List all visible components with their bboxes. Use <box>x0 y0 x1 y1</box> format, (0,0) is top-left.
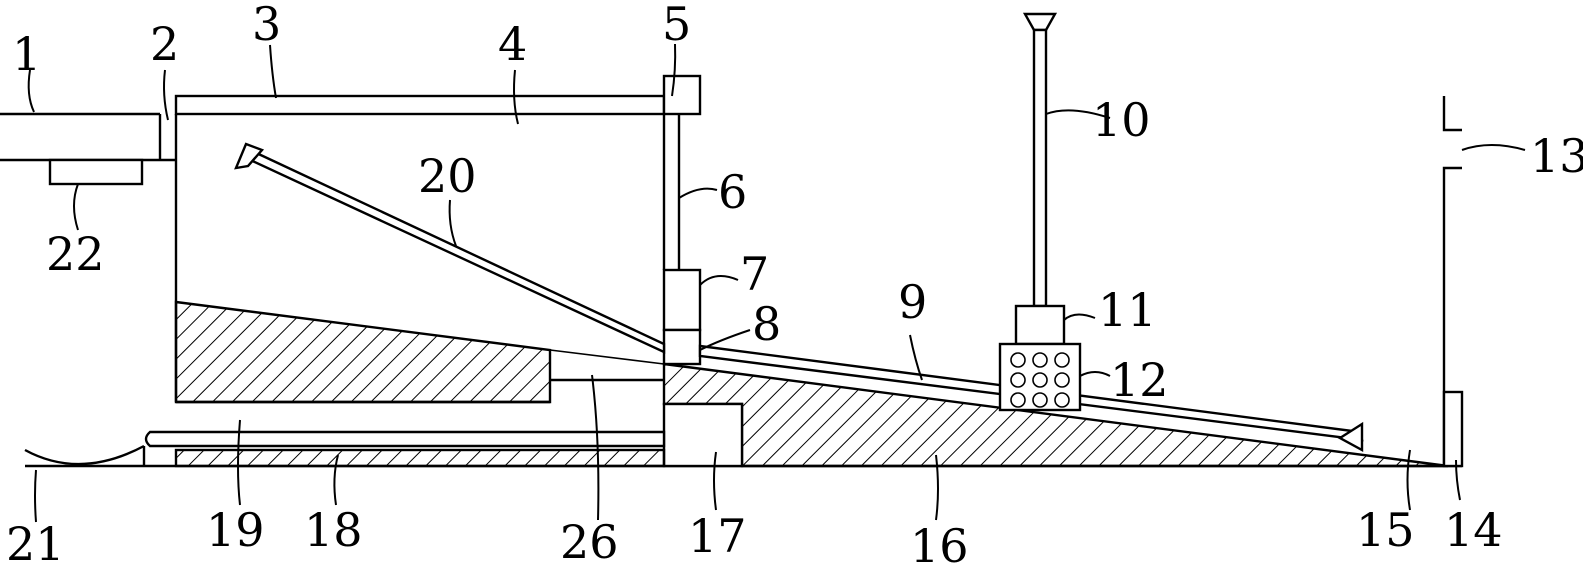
label-19: 19 <box>206 503 265 557</box>
label-4: 4 <box>498 17 527 71</box>
box-11 <box>1014 304 1066 346</box>
sediment-fill <box>174 300 552 404</box>
box-8 <box>662 328 702 366</box>
block-17 <box>662 402 744 468</box>
wall-14 <box>1442 390 1464 468</box>
label-3: 3 <box>252 0 281 51</box>
label-14: 14 <box>1444 503 1503 557</box>
tube-19 <box>144 430 666 448</box>
curve-21 <box>24 444 145 466</box>
label-18: 18 <box>304 503 363 557</box>
label-15: 15 <box>1356 503 1415 557</box>
label-26: 26 <box>560 515 619 569</box>
label-7: 7 <box>740 247 769 301</box>
rod-10-top <box>1022 12 1058 32</box>
box-7 <box>662 268 702 332</box>
label-22: 22 <box>46 227 105 281</box>
block-22 <box>48 158 144 186</box>
label-17: 17 <box>688 509 747 563</box>
hatch-strip-18 <box>174 448 666 468</box>
label-12: 12 <box>1110 353 1169 407</box>
label-11: 11 <box>1098 283 1157 337</box>
slide-9-tip <box>1337 421 1364 453</box>
label-21: 21 <box>6 517 65 571</box>
tank-lid-3 <box>174 94 666 116</box>
bracket-13-bottom <box>1442 166 1462 466</box>
bracket-13-top <box>1442 96 1462 132</box>
label-9: 9 <box>898 275 927 329</box>
grid-holes <box>1010 352 1070 408</box>
label-8: 8 <box>752 297 781 351</box>
label-2: 2 <box>150 17 179 71</box>
leader-lines <box>27 43 1526 523</box>
label-20: 20 <box>418 149 477 203</box>
label-13: 13 <box>1530 129 1583 183</box>
rod-10 <box>1032 28 1048 308</box>
rod-20-head <box>234 142 265 170</box>
box-5 <box>662 74 702 116</box>
label-1: 1 <box>12 27 41 81</box>
label-6: 6 <box>718 165 747 219</box>
label-5: 5 <box>662 0 691 51</box>
label-16: 16 <box>910 519 969 572</box>
slope-line <box>549 349 665 365</box>
label-10: 10 <box>1092 93 1151 147</box>
